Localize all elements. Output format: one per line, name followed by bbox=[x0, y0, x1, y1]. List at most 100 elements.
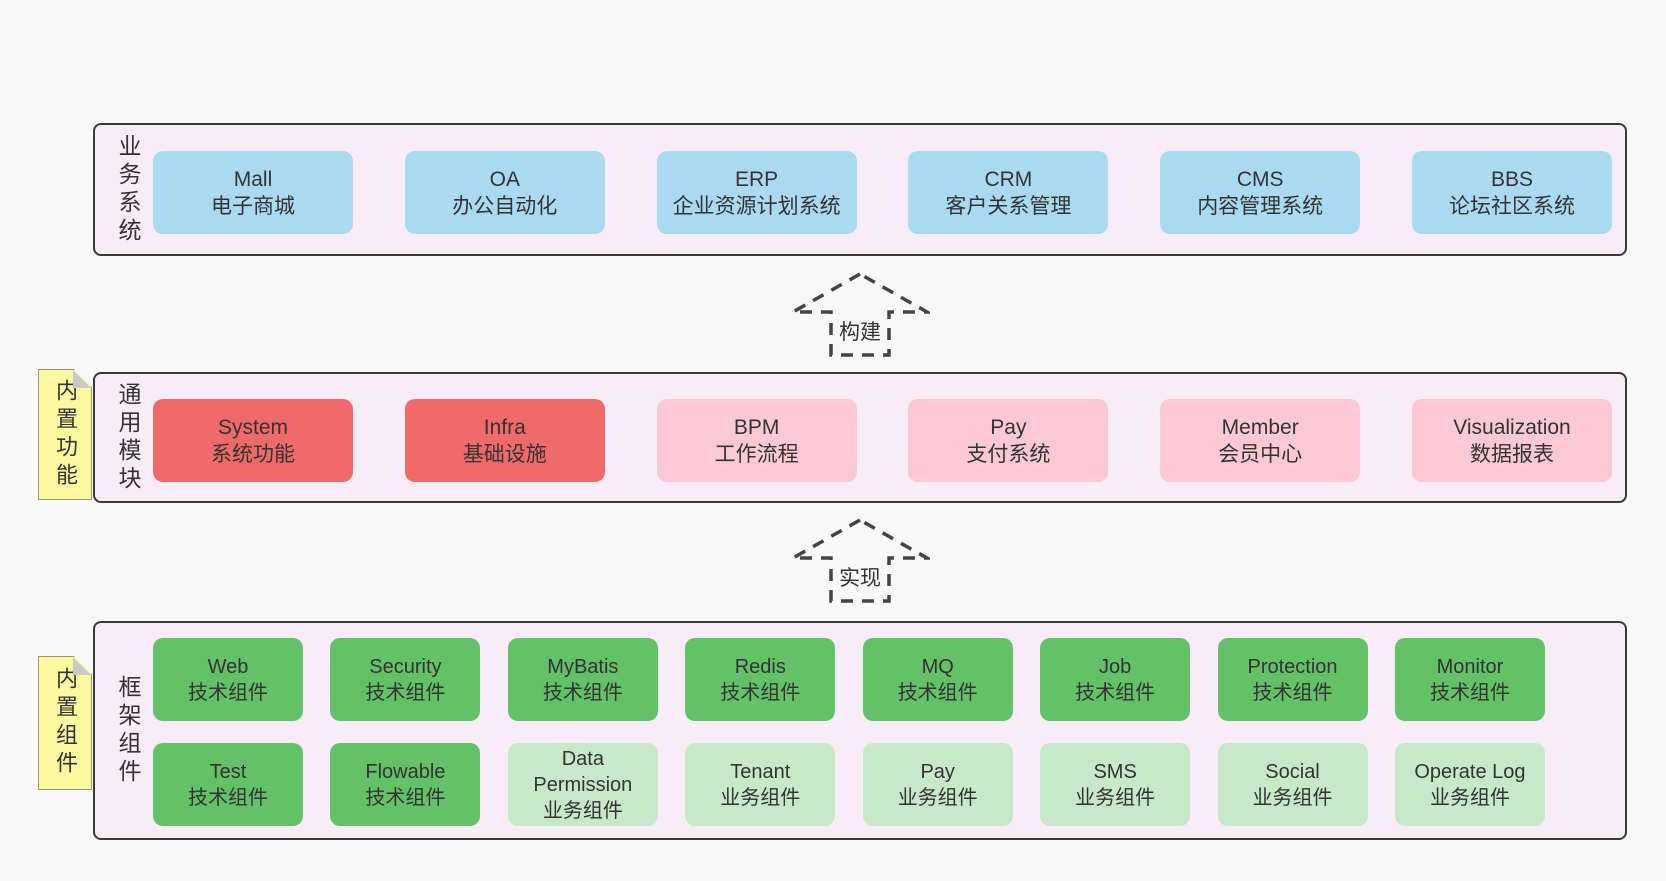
panel-components-label: 框架组件 bbox=[115, 674, 141, 787]
box-tenant-en: Tenant bbox=[730, 760, 791, 783]
box-job: Job 技术组件 bbox=[1040, 638, 1191, 721]
box-bpm-en: BPM bbox=[733, 415, 780, 439]
box-cms: CMS 内容管理系统 bbox=[1160, 151, 1361, 234]
box-crm-zh: 客户关系管理 bbox=[945, 194, 1072, 218]
box-crm: CRM 客户关系管理 bbox=[908, 151, 1109, 234]
box-pay-component-zh: 业务组件 bbox=[897, 786, 978, 809]
box-redis: Redis 技术组件 bbox=[685, 638, 836, 721]
box-bbs-zh: 论坛社区系统 bbox=[1448, 194, 1575, 218]
box-bbs: BBS 论坛社区系统 bbox=[1411, 151, 1612, 234]
build-arrow-label: 构建 bbox=[836, 316, 884, 346]
box-mq: MQ 技术组件 bbox=[862, 638, 1013, 721]
panel-modules-label: 通用模块 bbox=[115, 381, 141, 494]
box-tenant-zh: 业务组件 bbox=[720, 786, 801, 809]
box-tenant: Tenant 业务组件 bbox=[685, 743, 836, 826]
box-data-permission: Data Permission 业务组件 bbox=[507, 743, 658, 826]
builtin-features-note: 内置功能 bbox=[38, 369, 92, 500]
box-security-zh: 技术组件 bbox=[365, 681, 446, 704]
implement-arrow: 实现 bbox=[790, 518, 930, 604]
box-social-zh: 业务组件 bbox=[1252, 786, 1333, 809]
implement-arrow-label: 实现 bbox=[836, 562, 884, 592]
box-job-zh: 技术组件 bbox=[1075, 681, 1156, 704]
box-web-zh: 技术组件 bbox=[188, 681, 268, 704]
box-pay-module: Pay 支付系统 bbox=[908, 399, 1109, 482]
build-arrow: 构建 bbox=[790, 272, 930, 358]
box-system: System 系统功能 bbox=[153, 399, 353, 482]
box-erp: ERP 企业资源计划系统 bbox=[656, 151, 857, 234]
box-oa-zh: 办公自动化 bbox=[452, 194, 558, 218]
box-sms-zh: 业务组件 bbox=[1075, 786, 1156, 809]
box-system-zh: 系统功能 bbox=[211, 442, 295, 466]
box-mq-zh: 技术组件 bbox=[897, 681, 978, 704]
box-member: Member 会员中心 bbox=[1160, 399, 1361, 482]
box-oa-en: OA bbox=[489, 167, 520, 191]
box-operate-log-zh: 业务组件 bbox=[1429, 786, 1510, 809]
box-security: Security 技术组件 bbox=[330, 638, 481, 721]
box-mall: Mall 电子商城 bbox=[153, 151, 353, 234]
box-data-permission-en: Data Permission bbox=[533, 747, 633, 796]
box-mybatis: MyBatis 技术组件 bbox=[507, 638, 658, 721]
box-bpm: BPM 工作流程 bbox=[656, 399, 857, 482]
box-system-en: System bbox=[217, 415, 288, 439]
folded-corner-icon bbox=[73, 370, 91, 388]
box-operate-log: Operate Log 业务组件 bbox=[1394, 743, 1545, 826]
box-bbs-en: BBS bbox=[1490, 167, 1533, 191]
panel-common-modules: 通用模块 System 系统功能 Infra 基础设施 BPM 工作流程 Pay… bbox=[93, 372, 1627, 503]
box-crm-en: CRM bbox=[984, 167, 1033, 191]
box-data-permission-zh: 业务组件 bbox=[542, 799, 623, 822]
box-flowable-en: Flowable bbox=[365, 760, 446, 783]
box-erp-zh: 企业资源计划系统 bbox=[672, 194, 841, 218]
box-erp-en: ERP bbox=[735, 167, 779, 191]
box-protection-zh: 技术组件 bbox=[1252, 681, 1333, 704]
box-monitor: Monitor 技术组件 bbox=[1394, 638, 1545, 721]
box-cms-zh: 内容管理系统 bbox=[1197, 194, 1324, 218]
builtin-features-note-label: 内置功能 bbox=[53, 378, 78, 491]
box-test-en: Test bbox=[209, 760, 247, 783]
box-monitor-en: Monitor bbox=[1436, 655, 1504, 678]
box-web: Web 技术组件 bbox=[153, 638, 303, 721]
box-social-en: Social bbox=[1265, 760, 1320, 783]
box-monitor-zh: 技术组件 bbox=[1429, 681, 1510, 704]
box-security-en: Security bbox=[369, 655, 442, 678]
box-mq-en: MQ bbox=[921, 655, 954, 678]
box-web-en: Web bbox=[207, 655, 249, 678]
panel-business-systems: 业务系统 Mall 电子商城 OA 办公自动化 ERP 企业资源计划系统 CRM… bbox=[93, 123, 1627, 256]
box-test: Test 技术组件 bbox=[153, 743, 303, 826]
box-mall-zh: 电子商城 bbox=[211, 194, 295, 218]
builtin-components-note-label: 内置组件 bbox=[53, 667, 78, 779]
box-social: Social 业务组件 bbox=[1217, 743, 1368, 826]
box-bpm-zh: 工作流程 bbox=[714, 442, 799, 466]
box-pay-module-zh: 支付系统 bbox=[966, 442, 1051, 466]
box-infra-en: Infra bbox=[483, 415, 526, 439]
panel-business-label: 业务系统 bbox=[115, 133, 141, 246]
box-cms-en: CMS bbox=[1236, 167, 1284, 191]
box-visualization: Visualization 数据报表 bbox=[1411, 399, 1612, 482]
components-row-2: Test 技术组件 Flowable 技术组件 Data Permission … bbox=[153, 743, 1545, 826]
box-pay-component: Pay 业务组件 bbox=[862, 743, 1013, 826]
box-sms-en: SMS bbox=[1093, 760, 1137, 783]
components-row-1: Web 技术组件 Security 技术组件 MyBatis 技术组件 Redi… bbox=[153, 638, 1545, 721]
box-pay-module-en: Pay bbox=[990, 415, 1027, 439]
box-member-en: Member bbox=[1221, 415, 1299, 439]
panel-framework-components: 框架组件 Web 技术组件 Security 技术组件 MyBatis 技术组件… bbox=[93, 621, 1627, 840]
box-oa: OA 办公自动化 bbox=[404, 151, 605, 234]
box-infra: Infra 基础设施 bbox=[404, 399, 605, 482]
builtin-components-note: 内置组件 bbox=[38, 656, 92, 790]
folded-corner-icon bbox=[73, 657, 91, 675]
box-job-en: Job bbox=[1098, 655, 1132, 678]
box-mall-en: Mall bbox=[233, 167, 273, 191]
box-sms: SMS 业务组件 bbox=[1040, 743, 1191, 826]
box-visualization-zh: 数据报表 bbox=[1469, 442, 1554, 466]
box-redis-en: Redis bbox=[734, 655, 786, 678]
box-test-zh: 技术组件 bbox=[188, 786, 268, 809]
box-operate-log-en: Operate Log bbox=[1414, 760, 1526, 783]
box-infra-zh: 基础设施 bbox=[462, 442, 547, 466]
box-protection: Protection 技术组件 bbox=[1217, 638, 1368, 721]
box-mybatis-en: MyBatis bbox=[547, 655, 619, 678]
box-mybatis-zh: 技术组件 bbox=[542, 681, 623, 704]
box-member-zh: 会员中心 bbox=[1218, 442, 1303, 466]
box-pay-component-en: Pay bbox=[920, 760, 955, 783]
box-flowable-zh: 技术组件 bbox=[365, 786, 446, 809]
box-redis-zh: 技术组件 bbox=[720, 681, 801, 704]
